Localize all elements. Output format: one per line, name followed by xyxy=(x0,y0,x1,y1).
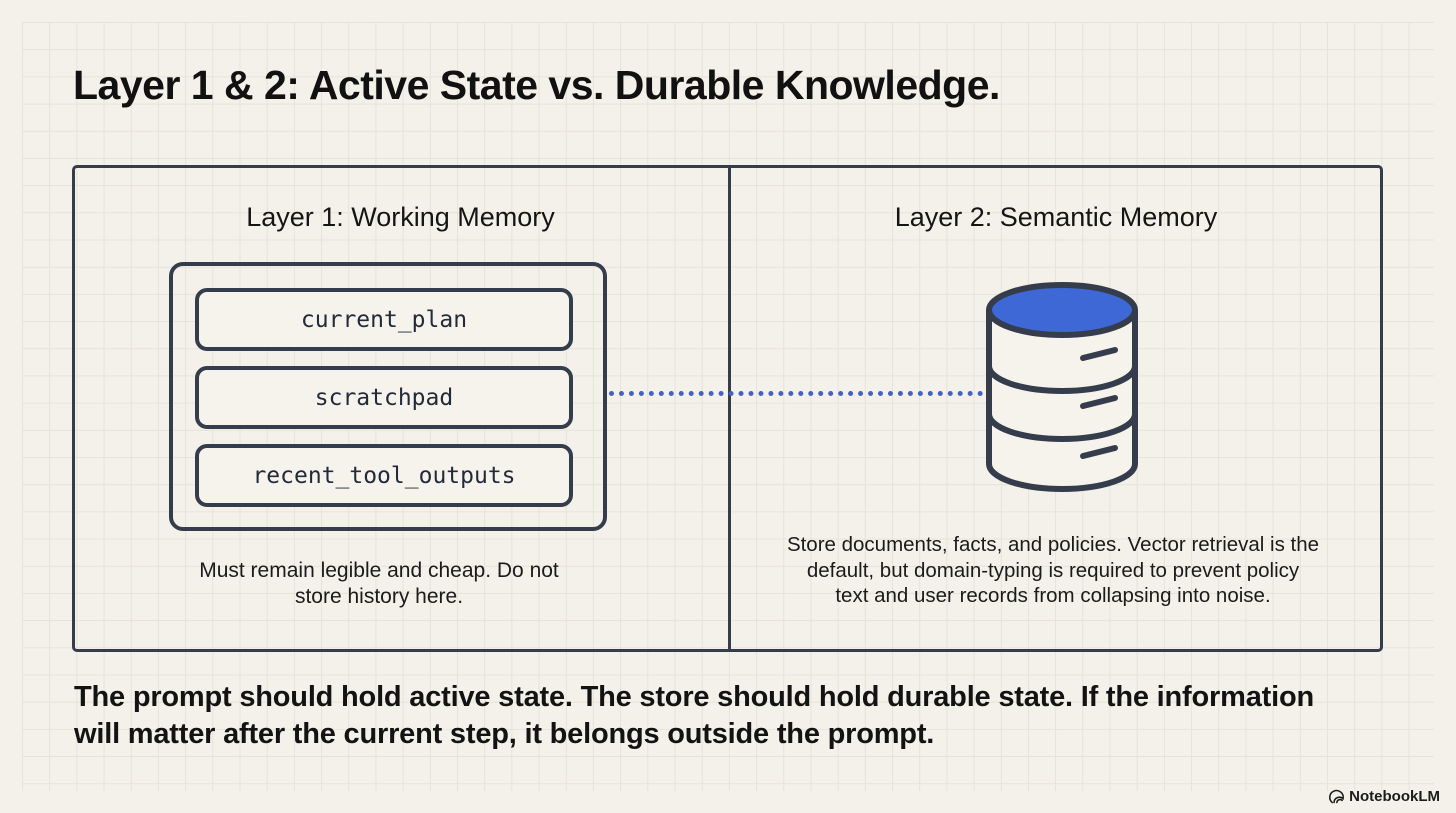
slot-scratchpad: scratchpad xyxy=(195,366,573,429)
panel-divider xyxy=(728,168,731,649)
caption-line: text and user records from collapsing in… xyxy=(835,584,1271,607)
comparison-panel xyxy=(72,165,1383,652)
semantic-memory-header: Layer 2: Semantic Memory xyxy=(894,202,1218,232)
slot-current-plan: current_plan xyxy=(195,288,573,351)
slot-recent-tool-outputs: recent_tool_outputs xyxy=(195,444,573,507)
summary-line: will matter after the current step, it b… xyxy=(74,717,935,750)
working-memory-header: Layer 1: Working Memory xyxy=(246,202,555,232)
brand-label: NotebookLM xyxy=(1349,788,1440,805)
caption-line: Must remain legible and cheap. Do not xyxy=(199,559,559,582)
caption-line: Store documents, facts, and policies. Ve… xyxy=(786,533,1320,556)
semantic-memory-caption: Store documents, facts, and policies. Ve… xyxy=(741,532,1365,609)
summary-line: The prompt should hold active state. The… xyxy=(74,681,1314,713)
database-icon xyxy=(986,282,1138,492)
caption-line: default, but domain-typing is required t… xyxy=(806,558,1300,582)
working-memory-container xyxy=(169,262,607,531)
dotted-connector-line xyxy=(609,391,983,396)
summary-text: The prompt should hold active state. The… xyxy=(74,679,1314,752)
slide-title: Layer 1 & 2: Active State vs. Durable Kn… xyxy=(73,62,1000,108)
caption-line: store history here. xyxy=(294,584,464,608)
working-memory-caption: Must remain legible and cheap. Do not st… xyxy=(150,558,608,609)
brand-watermark: NotebookLM xyxy=(1328,788,1440,805)
notebooklm-logo-icon xyxy=(1329,789,1345,804)
